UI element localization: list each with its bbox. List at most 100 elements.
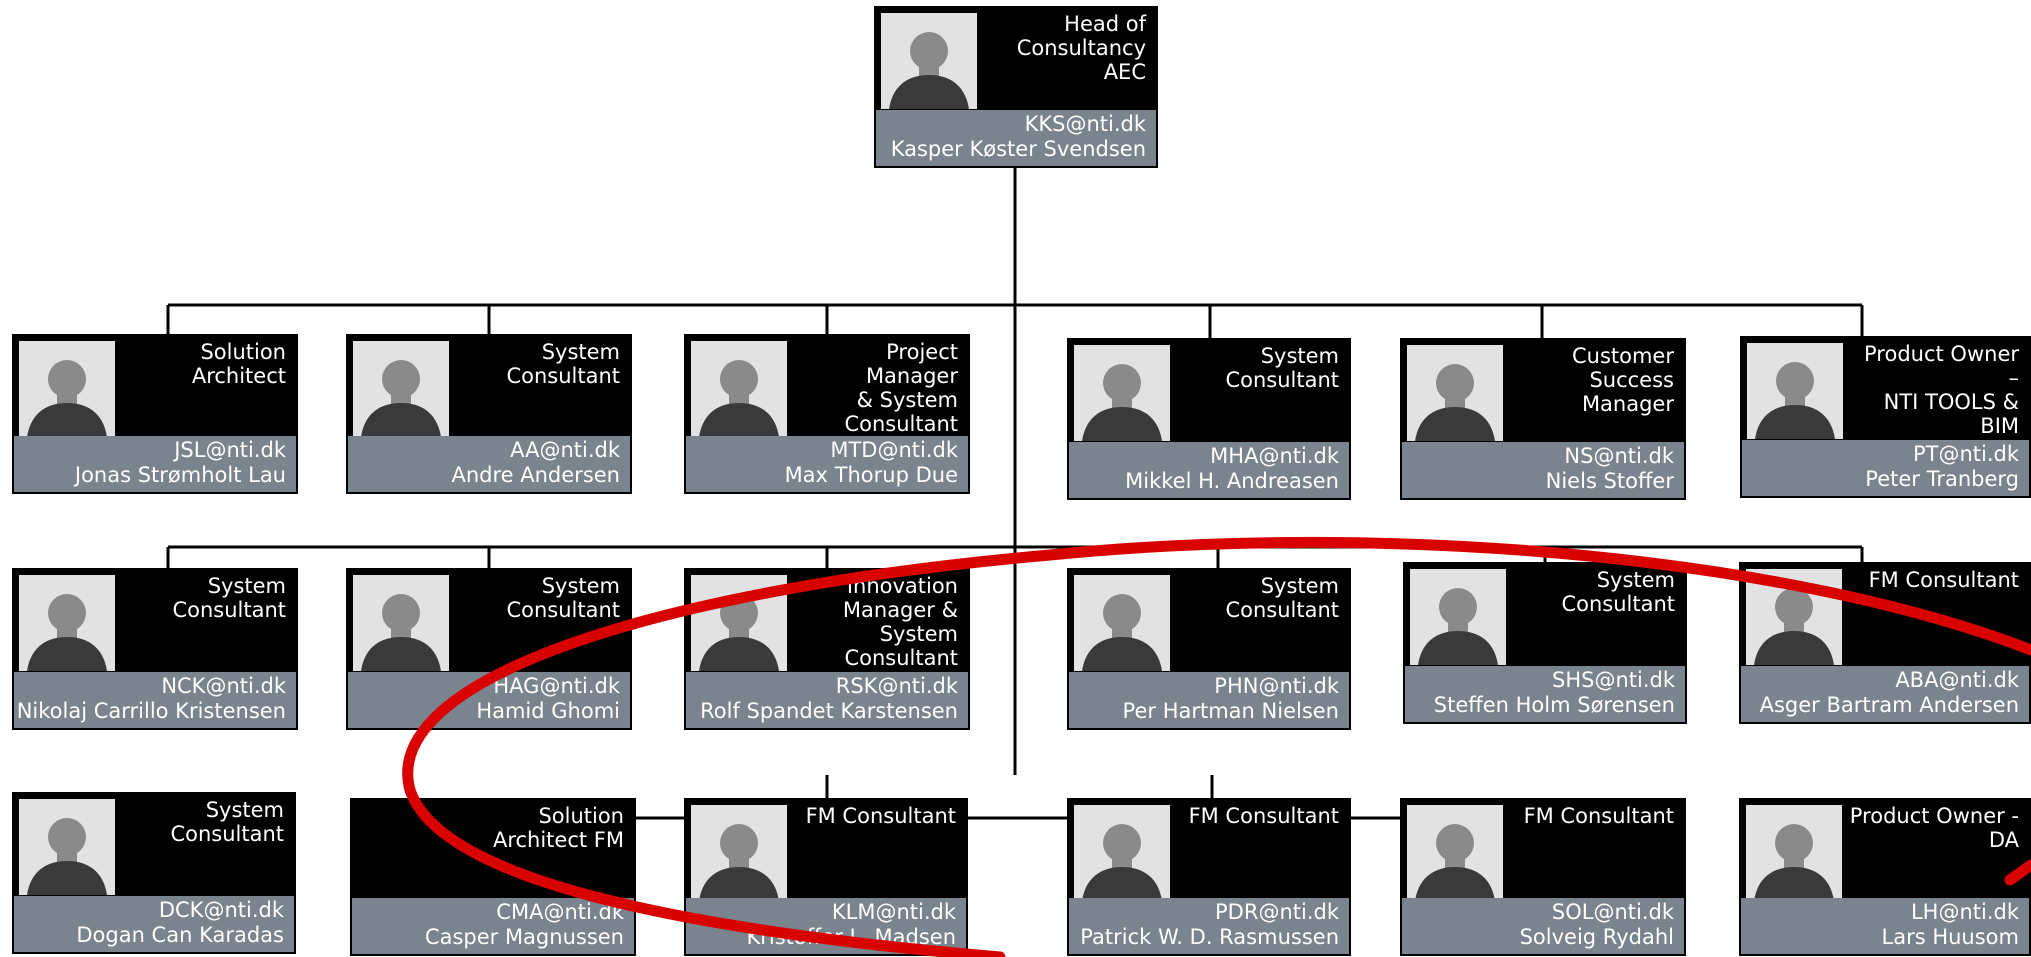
- email-address: LH@nti.dk: [1910, 900, 2019, 924]
- person-name: Dogan Can Karadas: [76, 923, 284, 947]
- person-name: Lars Huusom: [1881, 925, 2019, 949]
- job-title: FM Consultant: [1523, 804, 1674, 828]
- profile-photo: [1074, 805, 1170, 901]
- email-address: NCK@nti.dk: [161, 674, 286, 698]
- job-title: Head of Consultancy AEC: [1016, 12, 1146, 84]
- portrait-icon: [1407, 805, 1503, 901]
- email-address: CMA@nti.dk: [496, 900, 624, 924]
- portrait-icon: [353, 575, 449, 671]
- person-name: Patrick W. D. Rasmussen: [1080, 925, 1339, 949]
- portrait-icon: [691, 341, 787, 437]
- person-name: Per Hartman Nielsen: [1122, 699, 1339, 723]
- profile-photo: [353, 341, 449, 437]
- job-title: Customer Success Manager: [1571, 344, 1674, 416]
- job-title: Project Manager & System Consultant: [844, 340, 958, 436]
- profile-photo: [19, 799, 115, 895]
- email-address: SOL@nti.dk: [1551, 900, 1674, 924]
- profile-photo: [691, 341, 787, 437]
- person-name: Casper Magnussen: [424, 925, 624, 949]
- job-title: FM Consultant: [1188, 804, 1339, 828]
- profile-photo: [1074, 345, 1170, 441]
- job-title: System Consultant: [506, 574, 620, 622]
- profile-photo: [1746, 569, 1842, 665]
- profile-photo: [1407, 805, 1503, 901]
- portrait-icon: [19, 341, 115, 437]
- profile-photo: [1747, 343, 1843, 439]
- portrait-icon: [1746, 569, 1842, 665]
- profile-photo: [19, 341, 115, 437]
- job-title: System Consultant: [170, 798, 284, 846]
- email-address: MHA@nti.dk: [1210, 444, 1339, 468]
- email-address: ABA@nti.dk: [1895, 668, 2019, 692]
- email-address: MTD@nti.dk: [830, 438, 958, 462]
- job-title: Solution Architect FM: [492, 804, 624, 852]
- profile-photo: [1410, 569, 1506, 665]
- portrait-icon: [1410, 569, 1506, 665]
- person-name: Nikolaj Carrillo Kristensen: [16, 699, 286, 723]
- person-name: Max Thorup Due: [784, 463, 958, 487]
- portrait-icon: [1407, 345, 1503, 441]
- person-name: Kristoffer L. Madsen: [746, 925, 957, 949]
- profile-photo: [19, 575, 115, 671]
- email-address: RSK@nti.dk: [835, 674, 958, 698]
- job-title: System Consultant: [1225, 344, 1339, 392]
- profile-photo: [353, 575, 449, 671]
- job-title: System Consultant: [172, 574, 286, 622]
- person-name: Kasper Køster Svendsen: [890, 137, 1146, 161]
- email-address: PT@nti.dk: [1912, 442, 2019, 466]
- portrait-icon: [1074, 805, 1170, 901]
- portrait-icon: [691, 805, 787, 901]
- email-address: SHS@nti.dk: [1552, 668, 1675, 692]
- email-address: AA@nti.dk: [510, 438, 620, 462]
- portrait-icon: [353, 341, 449, 437]
- portrait-icon: [1074, 575, 1170, 671]
- org-card-pt: Product Owner – NTI TOOLS & BIM StrategP…: [1740, 336, 2031, 498]
- person-name: Steffen Holm Sørensen: [1433, 693, 1675, 717]
- email-address: NS@nti.dk: [1564, 444, 1674, 468]
- job-title: Product Owner - DA: [1849, 804, 2019, 852]
- job-title: Innovation Manager & System Consultant: [842, 574, 958, 670]
- job-title: FM Consultant: [1868, 568, 2019, 592]
- portrait-icon: [19, 575, 115, 671]
- profile-photo: [691, 575, 787, 671]
- portrait-icon: [1746, 805, 1842, 901]
- email-address: PDR@nti.dk: [1215, 900, 1339, 924]
- job-title: System Consultant: [1561, 568, 1675, 616]
- person-name: Solveig Rydahl: [1519, 925, 1674, 949]
- person-name: Asger Bartram Andersen: [1759, 693, 2019, 717]
- portrait-icon: [19, 799, 115, 895]
- person-name: Rolf Spandet Karstensen: [700, 699, 958, 723]
- job-title: System Consultant: [1225, 574, 1339, 622]
- job-title: Solution Architect: [191, 340, 286, 388]
- job-title: FM Consultant: [805, 804, 956, 828]
- portrait-icon: [1747, 343, 1843, 439]
